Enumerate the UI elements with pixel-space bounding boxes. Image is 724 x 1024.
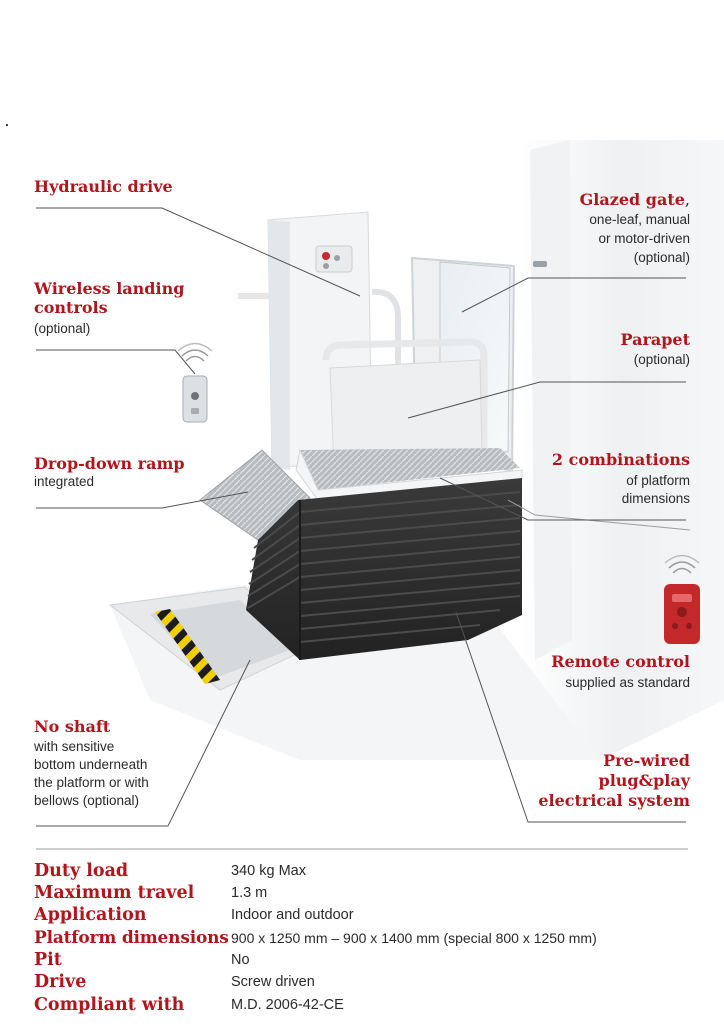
- callout-ramp-sub: integrated: [34, 474, 95, 489]
- spec-value-duty-load: 340 kg Max: [231, 863, 306, 879]
- callout-pre-wired-title-3: electrical system: [538, 791, 690, 810]
- callout-parapet-title: Parapet: [620, 330, 690, 349]
- leader-no-shaft: [36, 659, 251, 827]
- callout-wireless-title-2: controls: [34, 298, 108, 317]
- callout-remote-title: Remote control: [551, 652, 690, 671]
- spec-key-max-travel: Maximum travel: [34, 883, 195, 903]
- callout-remote-sub: supplied as standard: [565, 675, 690, 690]
- callout-gate-sub-3: (optional): [633, 250, 690, 265]
- leader-pre-wired: [455, 611, 686, 823]
- leader-hydraulic: [36, 207, 361, 297]
- callout-wireless-sub: (optional): [34, 321, 91, 336]
- callout-gate-title: Glazed gate,: [580, 190, 690, 209]
- callout-no-shaft-sub-2: bottom underneath: [34, 757, 148, 772]
- red-remote-control-icon: [664, 554, 700, 644]
- callout-ramp-title: Drop-down ramp: [34, 454, 185, 473]
- callout-combinations-sub-1: of platform: [626, 473, 690, 488]
- callout-hydraulic-drive-title: Hydraulic drive: [34, 177, 173, 196]
- spec-value-pit: No: [231, 952, 250, 968]
- callout-pre-wired-title-2: plug&play: [598, 771, 690, 790]
- callout-parapet-sub: (optional): [633, 352, 690, 367]
- wireless-landing-remote-icon: [177, 342, 213, 423]
- callout-no-shaft-sub-4: bellows (optional): [34, 793, 140, 808]
- spec-value-max-travel: 1.3 m: [231, 885, 268, 901]
- corner-mark: [6, 124, 8, 126]
- spec-key-platform-dimensions: Platform dimensions: [34, 928, 229, 948]
- leader-gate: [461, 277, 686, 313]
- spec-key-pit: Pit: [34, 950, 62, 970]
- callout-gate-sub-1: one-leaf, manual: [589, 212, 690, 227]
- leader-ramp: [36, 491, 249, 509]
- callout-no-shaft-sub-1: with sensitive: [34, 739, 115, 754]
- spec-key-drive: Drive: [34, 972, 87, 992]
- spec-key-compliant: Compliant with: [34, 995, 185, 1015]
- spec-value-drive: Screw driven: [231, 974, 315, 990]
- callout-combinations-sub-2: dimensions: [621, 491, 690, 506]
- callout-pre-wired-title-1: Pre-wired: [603, 751, 690, 770]
- spec-value-compliant: M.D. 2006-42-CE: [231, 997, 344, 1013]
- spec-value-platform-dimensions: 900 x 1250 mm – 900 x 1400 mm (special 8…: [231, 930, 597, 946]
- spec-key-duty-load: Duty load: [34, 861, 129, 881]
- callout-combinations-title: 2 combinations: [551, 450, 690, 469]
- callout-wireless-title-1: Wireless landing: [34, 279, 185, 298]
- callout-gate-sub-2: or motor-driven: [598, 231, 690, 246]
- leader-combinations: [439, 477, 686, 521]
- leader-wireless: [36, 349, 196, 375]
- door-handle: [533, 261, 547, 267]
- callout-gate-title-text: Glazed gate: [579, 190, 685, 209]
- spec-key-application: Application: [34, 905, 147, 925]
- callout-no-shaft-sub-3: the platform or with: [34, 775, 149, 790]
- callout-no-shaft-title: No shaft: [34, 717, 111, 736]
- callout-gate-title-suffix: ,: [684, 190, 690, 209]
- leader-parapet: [407, 381, 686, 419]
- spec-value-application: Indoor and outdoor: [231, 907, 354, 923]
- control-panel: [315, 245, 353, 273]
